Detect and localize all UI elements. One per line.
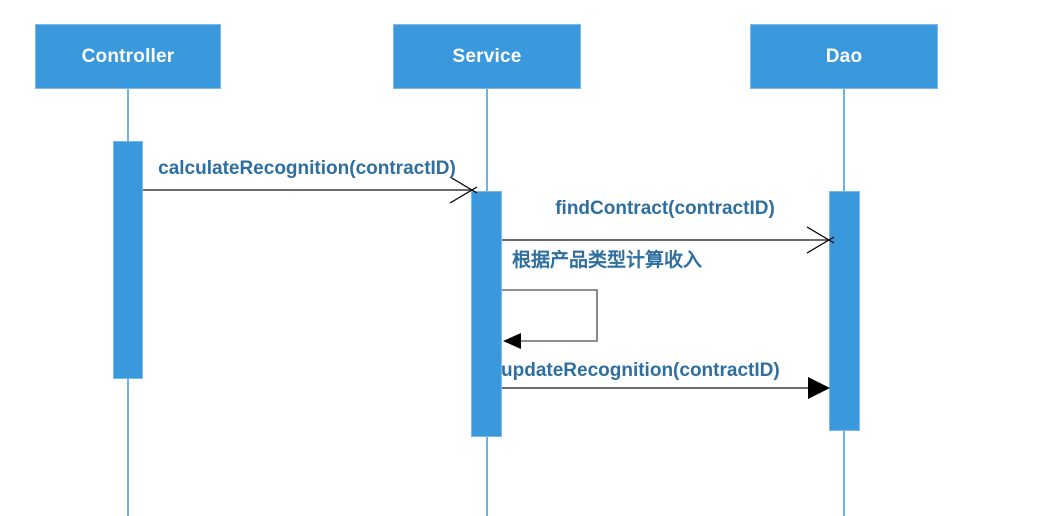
actor-box-service: Service <box>393 24 581 89</box>
message-label-self-calculation: 根据产品类型计算收入 <box>512 250 703 271</box>
message-label-find-contract: findContract(contractID) <box>555 198 775 219</box>
actor-label-dao: Dao <box>825 45 863 67</box>
message-arrow-calculate-recognition <box>143 176 478 204</box>
message-label-calculate-recognition: calculateRecognition(contractID) <box>158 158 456 179</box>
actor-box-controller: Controller <box>35 24 221 89</box>
activation-bar-dao <box>829 191 860 431</box>
actor-box-dao: Dao <box>750 24 938 89</box>
message-label-update-recognition: updateRecognition(contractID) <box>501 360 780 381</box>
actor-label-service: Service <box>452 45 522 67</box>
activation-bar-service <box>471 191 502 437</box>
message-arrow-self-loop <box>502 289 598 349</box>
actor-label-controller: Controller <box>81 45 175 67</box>
activation-bar-controller <box>113 141 143 379</box>
